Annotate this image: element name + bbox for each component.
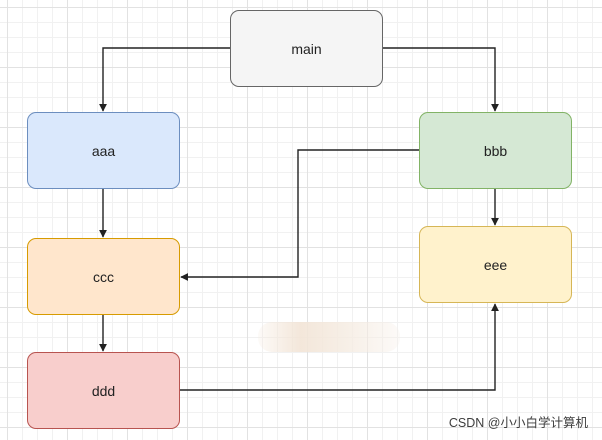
node-aaa-label: aaa <box>91 142 116 159</box>
edge-ddd-eee[interactable] <box>180 303 499 391</box>
node-main[interactable]: main <box>230 10 383 87</box>
edge-main-bbb[interactable] <box>383 47 499 112</box>
node-aaa[interactable]: aaa <box>27 112 180 189</box>
node-ddd-label: ddd <box>91 382 116 399</box>
node-ccc-label: ccc <box>93 268 114 285</box>
node-bbb-label: bbb <box>483 142 508 159</box>
node-bbb[interactable]: bbb <box>419 112 572 189</box>
edge-main-aaa[interactable] <box>99 47 230 112</box>
edge-bbb-ccc[interactable] <box>180 149 419 281</box>
blurred-redaction <box>258 322 400 352</box>
node-main-label: main <box>291 40 322 57</box>
node-ddd[interactable]: ddd <box>27 352 180 429</box>
watermark-text: CSDN @小小白学计算机 <box>448 416 588 430</box>
node-ccc[interactable]: ccc <box>27 238 180 315</box>
node-eee[interactable]: eee <box>419 226 572 303</box>
node-eee-label: eee <box>483 256 508 273</box>
